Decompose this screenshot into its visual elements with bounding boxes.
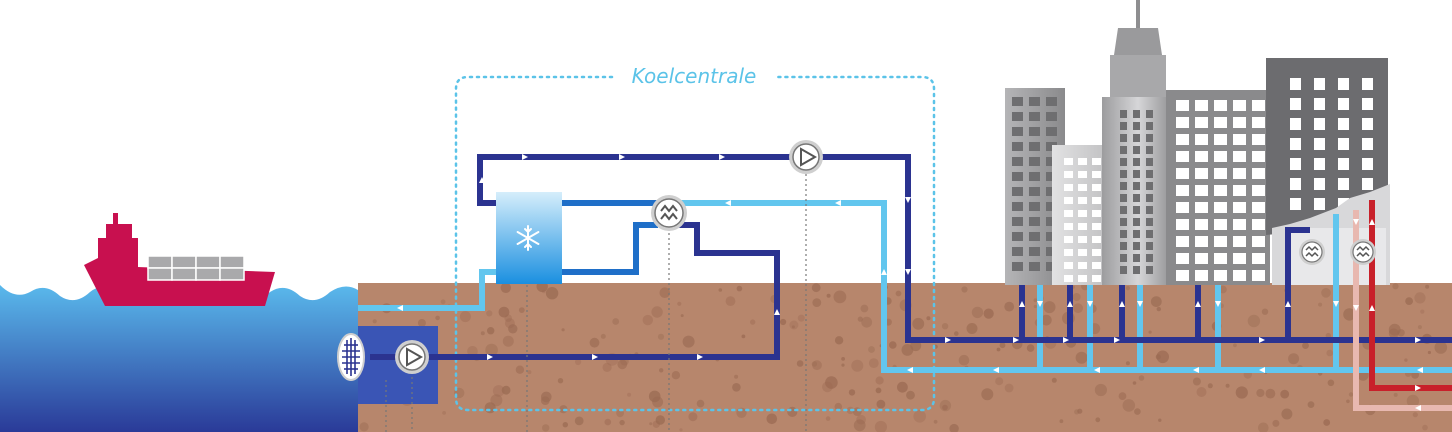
plant-label: Koelcentrale [632,64,757,88]
cargo-ship-icon [84,213,275,306]
heat-exchanger-icon [1299,239,1325,265]
pump-icon [789,140,823,174]
intake-grate-icon [337,333,365,381]
cooling-plant-outline: Koelcentrale [454,64,936,412]
sea [0,285,358,432]
pump-icon [395,340,429,374]
snowflake-icon [516,225,540,251]
leader-lines [385,174,807,432]
ship-containers [147,255,245,281]
heat-exchanger-icon [1350,239,1376,265]
warm-return-pipes [358,200,1452,373]
cold-supply-pipes [370,154,1452,360]
chiller-unit [496,192,562,284]
flow-arrows [397,154,1423,411]
heat-exchanger-icon [651,195,687,231]
city-buildings [1005,0,1390,285]
pipe-network [358,154,1452,411]
